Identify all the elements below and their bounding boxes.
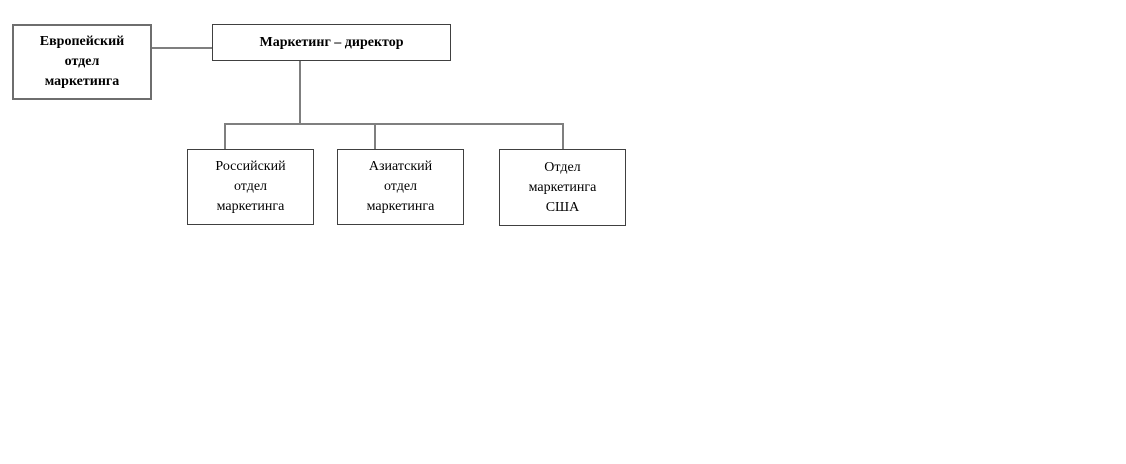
org-node-usa-marketing-dept: Отдел маркетинга США — [499, 149, 626, 226]
connector-drop-russian — [224, 123, 226, 149]
org-node-asian-marketing-dept: Азиатский отдел маркетинга — [337, 149, 464, 225]
org-node-marketing-director: Маркетинг – директор — [212, 24, 451, 61]
connector-drop-asian — [374, 123, 376, 149]
org-node-european-marketing-dept: Европейский отдел маркетинга — [12, 24, 152, 100]
connector-horizontal-rail — [224, 123, 564, 125]
connector-european-to-director — [152, 47, 212, 49]
org-node-russian-marketing-dept: Российский отдел маркетинга — [187, 149, 314, 225]
connector-drop-usa — [562, 123, 564, 149]
connector-director-stem — [299, 61, 301, 123]
